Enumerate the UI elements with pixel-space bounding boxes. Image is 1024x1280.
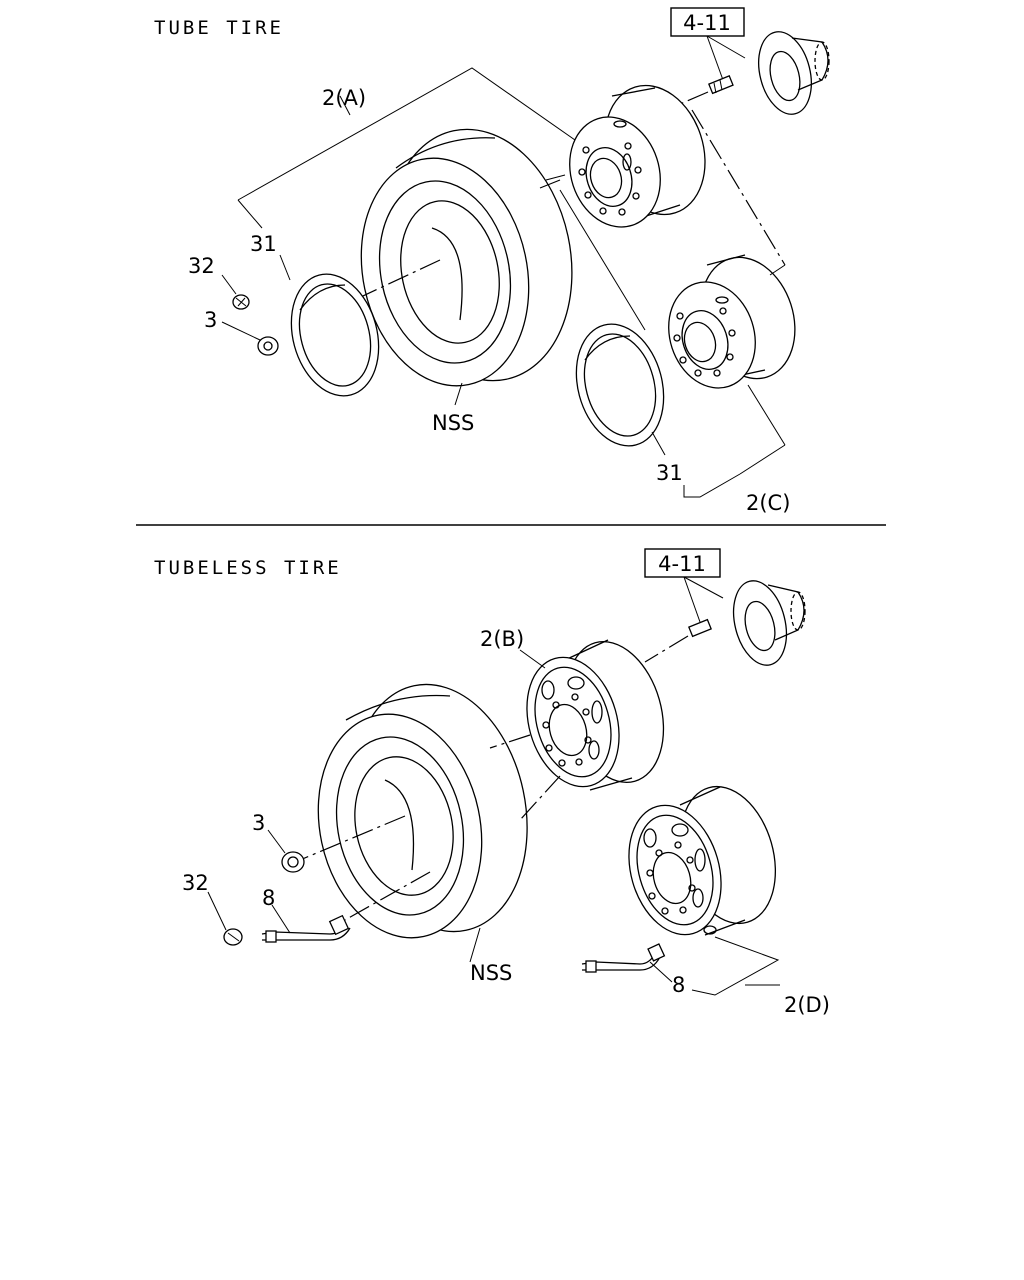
label-2d: 2(D) (784, 993, 830, 1017)
ref-box-4-11-upper[interactable]: 4-11 (670, 7, 745, 37)
label-3-upper: 3 (204, 308, 217, 332)
valve-cap-32-lower (223, 928, 243, 946)
ref-box-4-11-lower[interactable]: 4-11 (644, 548, 721, 578)
label-8-upper: 8 (262, 886, 275, 910)
ref-box-label: 4-11 (683, 11, 731, 35)
valve-8-lower (581, 943, 666, 973)
hub-lower (732, 580, 806, 666)
label-3-lower: 3 (252, 811, 265, 835)
label-2b: 2(B) (480, 627, 524, 651)
wheel-2b (526, 639, 665, 791)
tire-nss-upper (360, 128, 573, 387)
valve-cap-32-upper (232, 294, 250, 310)
section-title-tubeless-tire: TUBELESS TIRE (154, 557, 342, 579)
wheel-2c (668, 254, 796, 389)
label-31-upper: 31 (250, 232, 277, 256)
stud-bolt-upper (708, 75, 734, 95)
label-8-lower: 8 (672, 973, 685, 997)
tubeless-tire-section: TUBELESS TIRE 4-11 (154, 548, 830, 1017)
tire-nss-lower (317, 683, 528, 939)
wheel-2d (628, 785, 777, 936)
nut-3-lower (281, 851, 305, 873)
stud-bolt-lower (688, 618, 712, 638)
label-32-upper: 32 (188, 254, 215, 278)
section-title-tube-tire: TUBE TIRE (154, 17, 284, 39)
tube-tire-section: TUBE TIRE 4-11 (154, 7, 830, 515)
label-31-lower: 31 (656, 461, 683, 485)
valve-8-upper (261, 914, 351, 943)
flap-31-upper (290, 273, 380, 397)
ref-box-label: 4-11 (658, 552, 706, 576)
label-2c: 2(C) (746, 491, 790, 515)
nut-3-upper (257, 336, 279, 356)
wheel-2a (569, 84, 706, 228)
hub-upper (758, 31, 830, 115)
label-nss-upper: NSS (432, 411, 474, 435)
label-32-lower: 32 (182, 871, 209, 895)
flap-31-lower (575, 323, 665, 447)
label-2a: 2(A) (322, 86, 366, 110)
label-nss-lower: NSS (470, 961, 512, 985)
